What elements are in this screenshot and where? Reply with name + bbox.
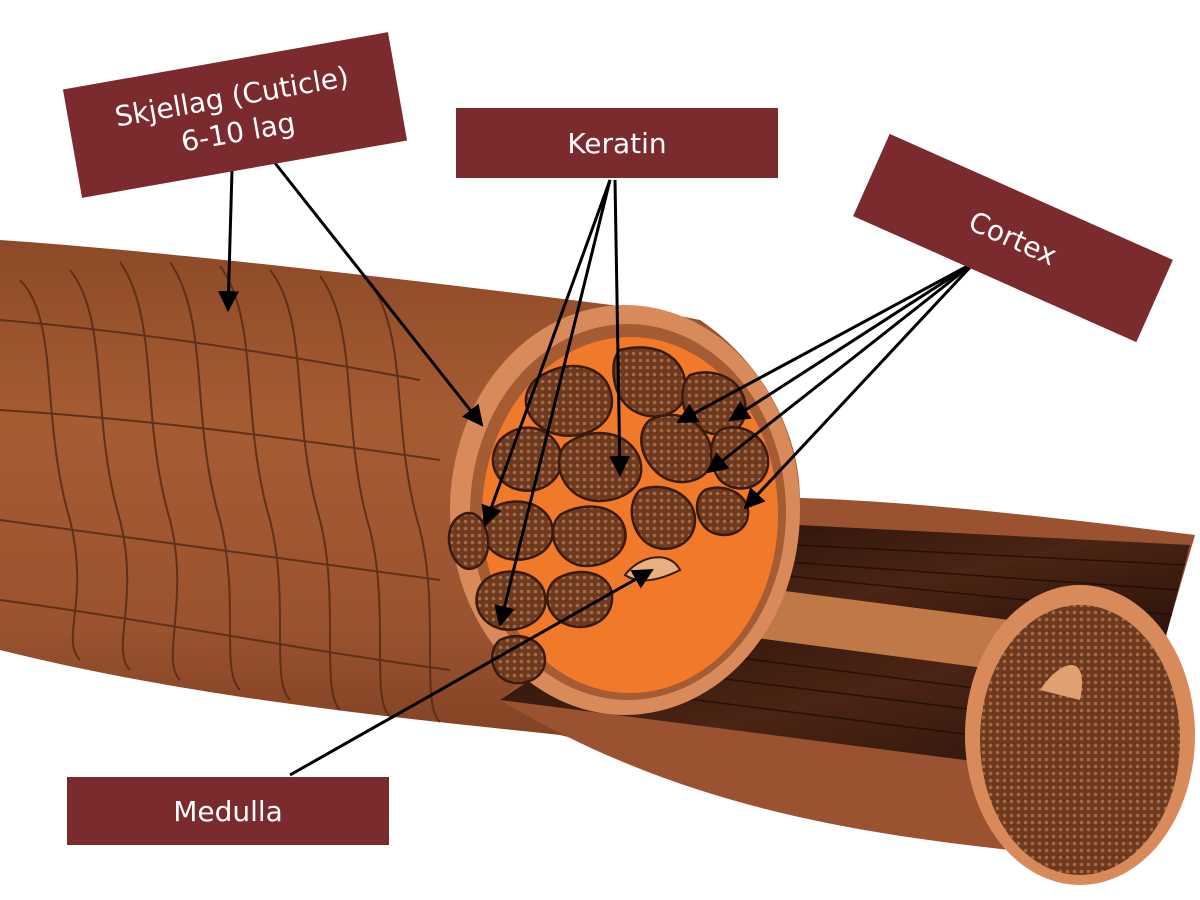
label-cortex-text: Cortex bbox=[964, 204, 1062, 272]
cortex-cells bbox=[447, 346, 770, 685]
cuticle-arrows bbox=[218, 162, 484, 427]
keratin-arrows bbox=[481, 179, 631, 628]
label-keratin-text: Keratin bbox=[567, 126, 667, 160]
label-medulla: Medulla bbox=[67, 777, 389, 845]
end-cross-section bbox=[980, 605, 1180, 875]
label-medulla-text: Medulla bbox=[173, 794, 283, 828]
label-keratin: Keratin bbox=[456, 108, 778, 178]
medulla-arrow bbox=[289, 568, 654, 777]
cortex-arrows bbox=[676, 260, 977, 510]
end-medulla bbox=[1040, 665, 1082, 700]
cuticle-scale-lines bbox=[0, 261, 451, 723]
